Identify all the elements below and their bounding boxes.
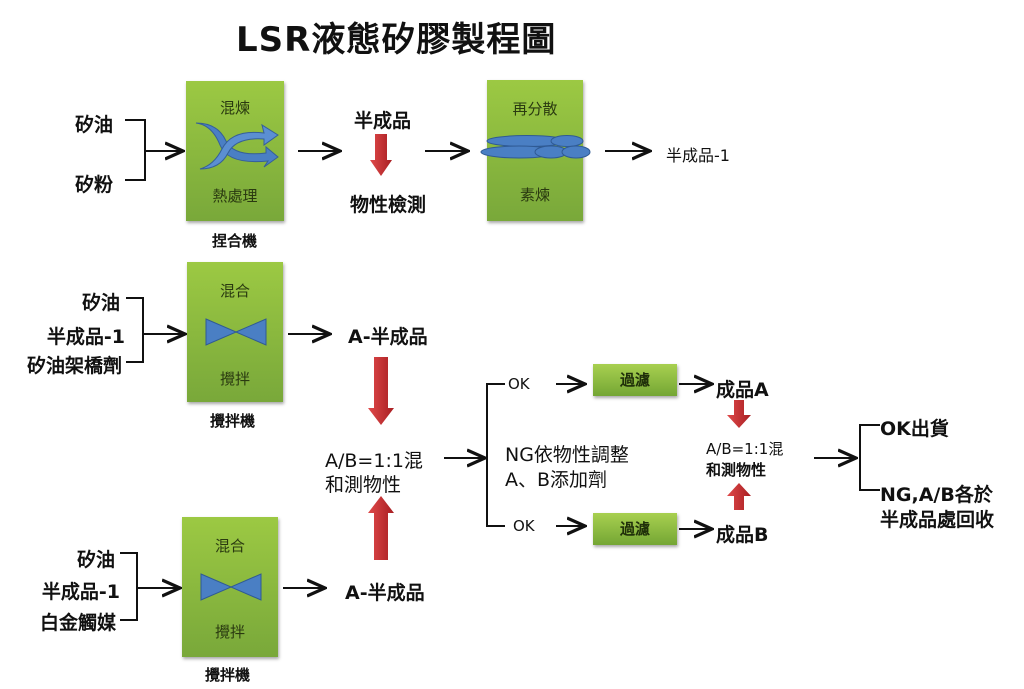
- product-b: 成品B: [716, 524, 769, 546]
- a-semi-product: A-半成品: [348, 326, 428, 348]
- product-a: 成品A: [716, 379, 769, 401]
- redisperse-top-label: 再分散: [512, 100, 558, 118]
- red-down-arrow-mix2: [727, 400, 751, 428]
- ok-bottom-label: OK: [513, 517, 535, 535]
- final-ok-ship: OK出貨: [880, 418, 949, 440]
- redisperse-machine: 再分散 素煉: [480, 80, 591, 221]
- bowtie-mixer-icon: [200, 573, 262, 601]
- a-semi-product-2: A-半成品: [345, 582, 425, 604]
- mix2-line1: A/B=1:1混: [706, 440, 784, 458]
- mixer-machine-b: 混合 攪拌: [182, 517, 278, 657]
- rollers-icon: [480, 135, 591, 159]
- mixer-a-top-label: 混合: [219, 282, 250, 300]
- row3-input-semi1: 半成品-1: [41, 581, 120, 603]
- exchange-arrows-icon: [195, 122, 279, 170]
- page-title: LSR液態矽膠製程圖: [236, 20, 557, 60]
- final-ng-line1: NG,A/B各於: [880, 484, 993, 506]
- branch-bracket: [486, 383, 505, 527]
- mix2-line2: 和測物性: [706, 461, 767, 479]
- row3-input-oil: 矽油: [76, 549, 115, 571]
- filter-bottom: 過濾: [593, 513, 677, 545]
- ng-adjust-line2: A、B添加劑: [505, 469, 608, 491]
- input-silica-powder: 矽粉: [75, 174, 114, 196]
- kneader-top-label: 混煉: [219, 99, 250, 117]
- input-silicone-oil: 矽油: [75, 114, 114, 136]
- filter-top: 過濾: [593, 364, 677, 396]
- kneader-bottom-label: 熱處理: [212, 187, 258, 205]
- mixer-b-name: 攪拌機: [205, 666, 251, 684]
- kneader-machine: 混煉 熱處理: [186, 81, 284, 221]
- ok-top-label: OK: [508, 375, 530, 393]
- row2-input-crosslinker: 矽油架橋劑: [26, 355, 122, 377]
- mixer-b-bottom-label: 攪拌: [214, 623, 245, 641]
- row3-input-platinum: 白金觸媒: [39, 612, 116, 634]
- row2-bracket: [126, 297, 144, 363]
- semi-product-1: 半成品-1: [666, 146, 730, 165]
- redisperse-bottom-label: 素煉: [519, 186, 550, 204]
- mixer-a-name: 攪拌機: [210, 412, 256, 430]
- mixer-b-top-label: 混合: [214, 537, 245, 555]
- final-bracket: [859, 424, 880, 491]
- mix1-line2: 和測物性: [325, 474, 402, 496]
- property-test: 物性檢測: [350, 194, 427, 216]
- red-down-arrow-test: [370, 134, 392, 176]
- red-down-arrow-mix1: [368, 357, 394, 425]
- semi-product: 半成品: [354, 110, 412, 132]
- kneader-name: 捏合機: [212, 232, 258, 250]
- row2-input-semi1: 半成品-1: [46, 326, 125, 348]
- row1-bracket: [125, 119, 146, 181]
- row3-bracket: [120, 552, 138, 621]
- red-up-arrow-mix1: [368, 496, 394, 560]
- ng-adjust-line1: NG依物性調整: [505, 444, 629, 466]
- red-up-arrow-mix2: [727, 483, 751, 510]
- row2-input-oil: 矽油: [81, 292, 120, 314]
- bowtie-mixer-icon: [205, 318, 267, 346]
- final-ng-line2: 半成品處回收: [880, 509, 995, 531]
- mix1-line1: A/B=1:1混: [325, 450, 423, 472]
- mixer-a-bottom-label: 攪拌: [219, 370, 250, 388]
- mixer-machine-a: 混合 攪拌: [187, 262, 283, 402]
